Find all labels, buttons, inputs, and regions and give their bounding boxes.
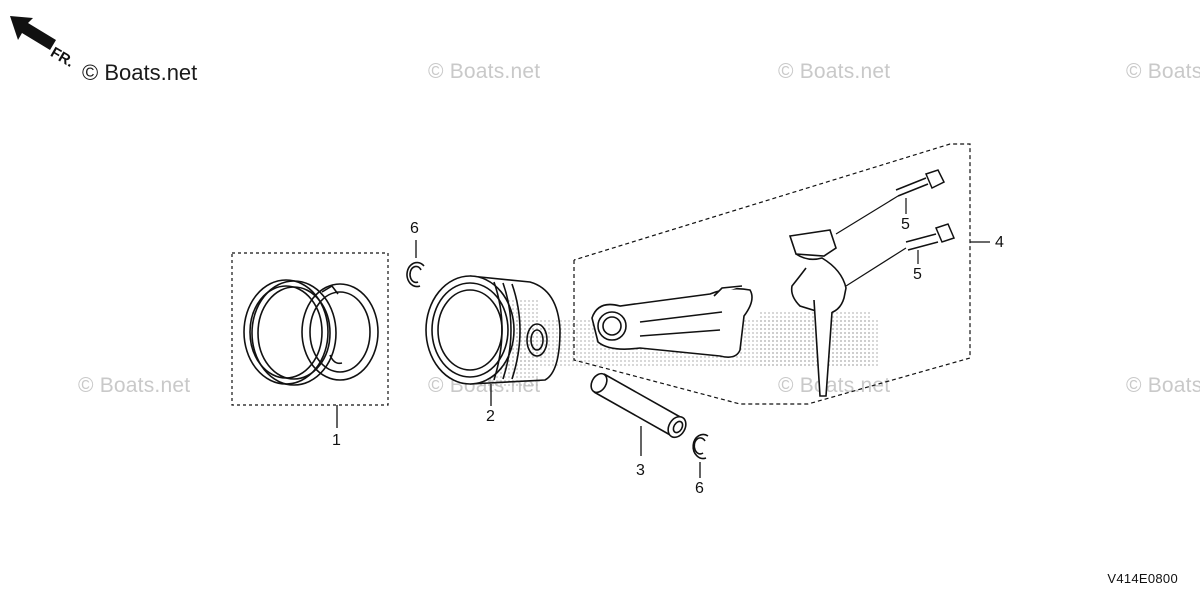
boats-net-watermark: © Boats.net: [82, 60, 198, 85]
connecting-rod-bolts: [895, 169, 956, 251]
callout-4: 4: [995, 234, 1004, 251]
watermark: © Boats.net: [78, 374, 191, 397]
watermark: © Boats.net: [778, 374, 891, 397]
callout-6: 6: [410, 220, 419, 237]
connecting-rod-cap: [788, 229, 847, 397]
callout-5: 5: [901, 216, 910, 233]
front-direction-arrow-icon: [10, 16, 56, 50]
callout-1: 1: [332, 432, 341, 449]
piston-pin-clip-right: [692, 433, 709, 478]
piston: [425, 275, 561, 406]
watermark: © Boats.net: [1126, 60, 1200, 83]
piston-pin: [590, 372, 687, 456]
piston-ring-set: [231, 252, 389, 428]
callout-2: 2: [486, 408, 495, 425]
connecting-rod-assembly: [573, 143, 990, 405]
watermark: © Boats.net: [778, 60, 891, 83]
callout-5: 5: [913, 266, 922, 283]
connecting-rod: [591, 285, 753, 358]
callout-3: 3: [636, 462, 645, 479]
watermark: © Boats.net: [1126, 374, 1200, 397]
leader-lines: [835, 195, 919, 287]
diagram-code: V414E0800: [1107, 571, 1178, 586]
piston-pin-clip-left: [406, 240, 425, 288]
callout-6: 6: [695, 480, 704, 497]
watermark: © Boats.net: [428, 60, 541, 83]
